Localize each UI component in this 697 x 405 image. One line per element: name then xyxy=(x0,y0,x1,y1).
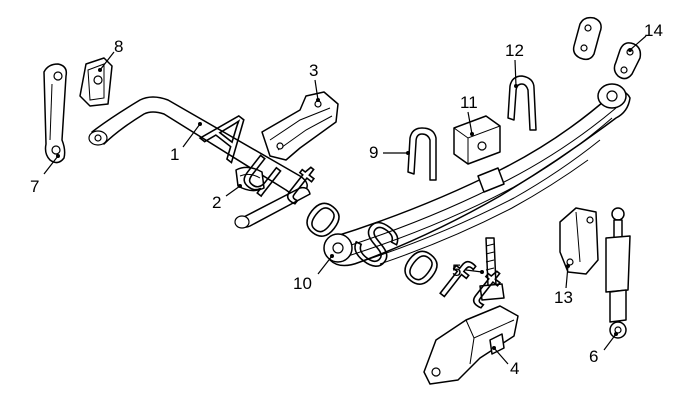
callout-10: 10 xyxy=(293,274,312,293)
part-9-u-bolt xyxy=(407,127,437,181)
callout-14: 14 xyxy=(644,21,663,40)
part-8-bracket xyxy=(79,57,113,107)
part-12-u-bolt xyxy=(507,75,537,131)
callout-5: 5 xyxy=(452,261,461,280)
part-11-spacer-block xyxy=(453,115,501,165)
part-13-shock-bracket xyxy=(559,207,599,275)
callout-9: 9 xyxy=(369,143,378,162)
callout-3: 3 xyxy=(309,61,318,80)
callout-8: 8 xyxy=(114,37,123,56)
leader-lines xyxy=(43,35,647,365)
callout-13: 13 xyxy=(554,288,573,307)
part-5-bolt xyxy=(479,237,505,301)
part-2-link-arm xyxy=(234,166,311,229)
callout-7: 7 xyxy=(30,177,39,196)
callout-11: 11 xyxy=(460,93,478,112)
callout-1: 1 xyxy=(170,145,179,164)
part-6-shock-absorber xyxy=(605,207,631,339)
callout-2: 2 xyxy=(212,193,221,212)
part-7-shackle-link xyxy=(43,63,68,164)
part-14-shackle-plates xyxy=(572,16,642,80)
part-4-spring-seat xyxy=(423,305,519,385)
callout-12: 12 xyxy=(505,41,524,60)
part-3-mounting-bracket xyxy=(261,91,339,161)
callout-labels: 1 2 3 4 5 6 7 8 9 10 11 12 13 14 xyxy=(30,21,663,378)
callout-4: 4 xyxy=(510,359,519,378)
callout-6: 6 xyxy=(589,347,598,366)
